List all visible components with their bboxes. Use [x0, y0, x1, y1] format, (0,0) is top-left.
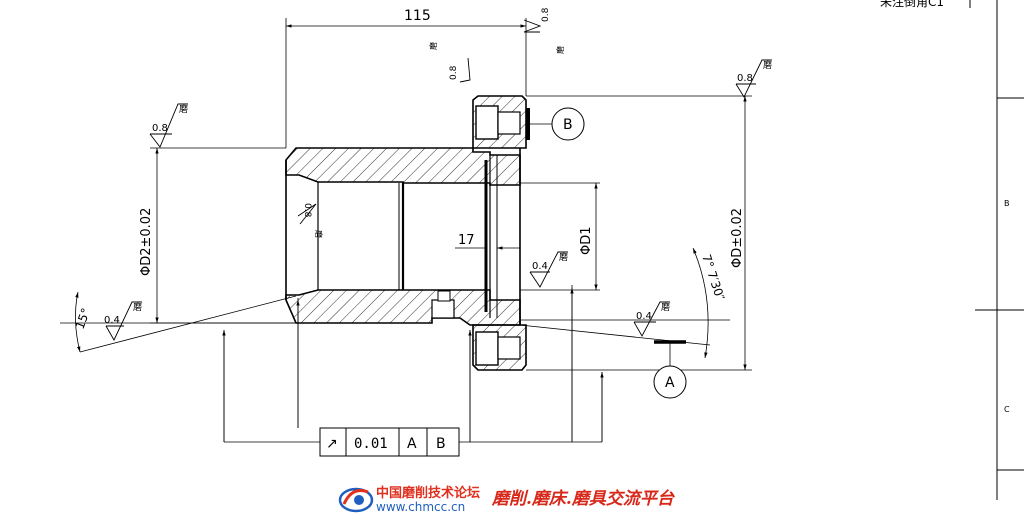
datum-a-marker: A: [653, 340, 687, 399]
roughness-process-g: 磨: [428, 42, 438, 50]
datum-a-label: A: [665, 375, 675, 391]
dimension-lines: [75, 24, 747, 442]
roughness-04-c: 0.4: [636, 311, 652, 322]
roughness-symbols: [105, 19, 772, 341]
fcf-datum-a: A: [407, 436, 417, 452]
feature-control-frame: ↗ 0.01 A B: [319, 427, 460, 457]
datum-b-marker: B: [528, 107, 585, 141]
fcf-datum-b: B: [436, 436, 446, 452]
roughness-process-d: 磨: [559, 252, 568, 263]
forum-logo-icon: [338, 482, 374, 516]
roughness-process-h: 磨: [314, 230, 324, 238]
roughness-08-c: 0.8: [541, 7, 551, 22]
drawing-frame: [969, 0, 1024, 500]
angle-7: 7° 7′30″: [699, 253, 727, 303]
datum-b-label: B: [563, 117, 573, 133]
roughness-08-b: 0.8: [737, 73, 753, 84]
fcf-tolerance: 0.01: [354, 436, 388, 452]
forum-url[interactable]: www.chmcc.cn: [376, 500, 466, 514]
dim-thickness-17: 17: [458, 233, 475, 248]
roughness-process-f: 磨: [555, 46, 565, 54]
roughness-08-e: 0.8: [302, 203, 312, 218]
roughness-process-a: 磨: [179, 104, 188, 115]
roughness-process-b: 磨: [133, 302, 142, 313]
construction-lines: [60, 18, 752, 443]
forum-watermark: 中国磨削技术论坛 www.chmcc.cn 磨削.磨床.磨具交流平台: [338, 480, 698, 520]
roughness-08-a: 0.8: [152, 123, 168, 134]
forum-name: 中国磨削技术论坛: [376, 486, 481, 501]
dim-length-115: 115: [404, 8, 431, 24]
runout-symbol: ↗: [326, 436, 338, 452]
roughness-08-d: 0.8: [449, 65, 459, 80]
dim-d: ΦD±0.02: [730, 208, 745, 268]
roughness-process-e: 磨: [661, 302, 670, 313]
dim-d2: ΦD2±0.02: [139, 208, 154, 276]
zone-label-b: B: [1004, 199, 1010, 208]
zone-label-c: C: [1004, 405, 1010, 414]
roughness-process-c: 磨: [763, 60, 772, 71]
roughness-04-a: 0.4: [104, 315, 120, 326]
roughness-04-b: 0.4: [532, 261, 548, 272]
part-section: [285, 95, 530, 371]
dim-d1: ΦD1: [579, 226, 594, 255]
forum-slogan: 磨削.磨床.磨具交流平台: [492, 489, 674, 509]
chamfer-note: 未注倒角C1: [880, 0, 944, 9]
angle-15: 15°: [73, 306, 93, 331]
